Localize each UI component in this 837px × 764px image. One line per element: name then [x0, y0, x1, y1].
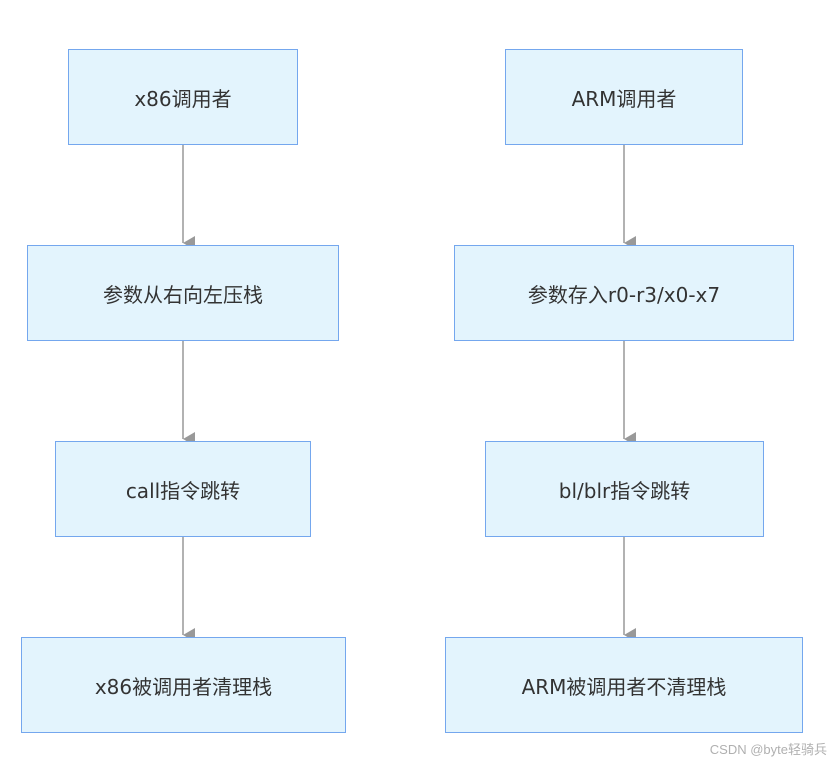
- node-arm-bl-jump: bl/blr指令跳转: [485, 441, 764, 537]
- node-arm-caller-label: ARM调用者: [571, 86, 677, 111]
- node-x86-caller: x86调用者: [68, 49, 298, 145]
- node-x86-call-jump: call指令跳转: [55, 441, 311, 537]
- node-x86-push-args: 参数从右向左压栈: [27, 245, 339, 341]
- node-arm-callee-no-clean: ARM被调用者不清理栈: [445, 637, 803, 733]
- node-arm-callee-no-clean-label: ARM被调用者不清理栈: [521, 674, 727, 699]
- node-x86-callee-clean: x86被调用者清理栈: [21, 637, 346, 733]
- watermark-text: CSDN @byte轻骑兵: [709, 742, 827, 757]
- node-x86-call-jump-label: call指令跳转: [125, 478, 241, 503]
- node-arm-reg-args: 参数存入r0-r3/x0-x7: [454, 245, 794, 341]
- node-x86-caller-label: x86调用者: [134, 86, 232, 111]
- node-arm-bl-jump-label: bl/blr指令跳转: [558, 478, 691, 503]
- node-x86-push-args-label: 参数从右向左压栈: [103, 282, 263, 307]
- node-x86-callee-clean-label: x86被调用者清理栈: [94, 674, 273, 699]
- node-arm-reg-args-label: 参数存入r0-r3/x0-x7: [527, 282, 721, 307]
- node-arm-caller: ARM调用者: [505, 49, 743, 145]
